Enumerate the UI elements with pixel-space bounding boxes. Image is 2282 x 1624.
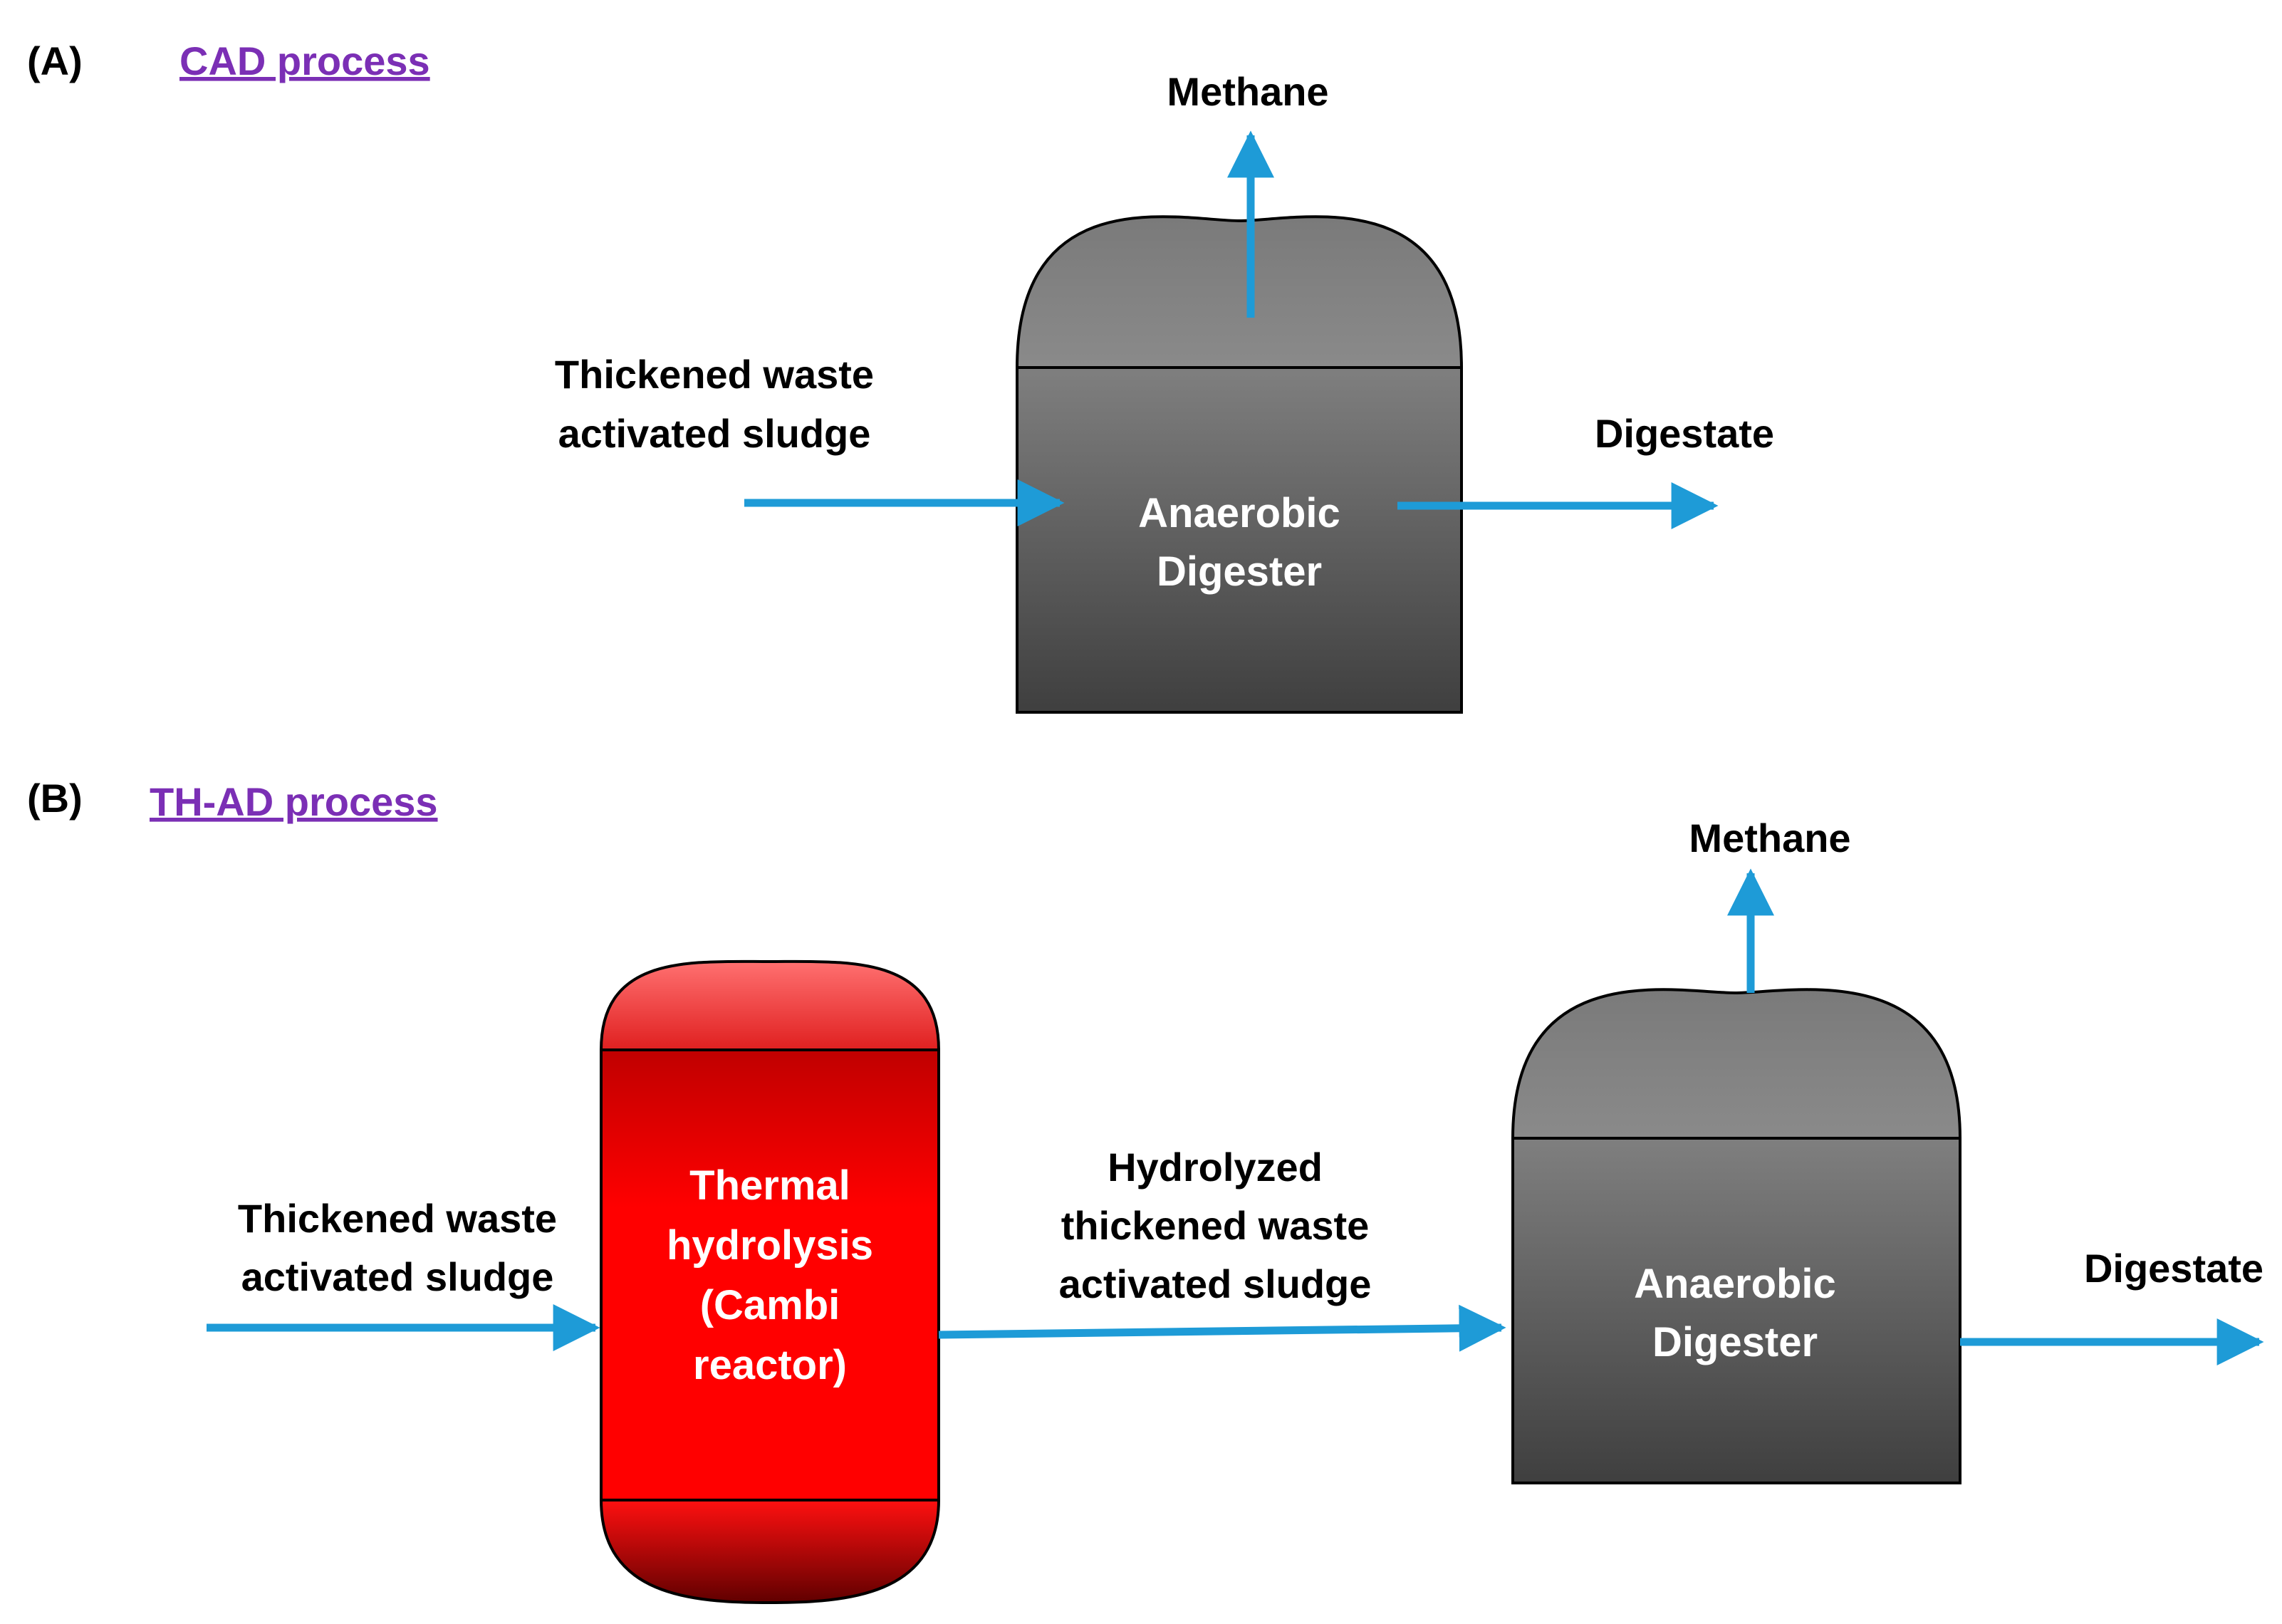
panel-b-reactor-label-1: Thermal	[689, 1162, 850, 1209]
panel-b-methane-label: Methane	[1689, 816, 1850, 860]
panel-b-mid-label-3: activated sludge	[1059, 1261, 1372, 1306]
panel-a-methane-label: Methane	[1167, 69, 1328, 114]
panel-a-digester	[1015, 215, 1464, 714]
panel-b-output-label: Digestate	[2084, 1246, 2263, 1291]
panel-b-reactor-label-4: reactor)	[693, 1342, 847, 1388]
panel-b-title: TH-AD process	[150, 779, 438, 824]
panel-a-input-label-2: activated sludge	[558, 411, 871, 456]
panel-a-input-label-1: Thickened waste	[555, 352, 874, 397]
panel-a-output-label: Digestate	[1595, 411, 1774, 456]
panel-b-reactor-label-3: (Cambi	[700, 1282, 840, 1328]
panel-a-digester-label-1: Anaerobic	[1138, 490, 1340, 536]
panel-a-title: CAD process	[179, 38, 430, 83]
panel-b-input-label-2: activated sludge	[241, 1254, 554, 1299]
panel-b-input-label-1: Thickened waste	[238, 1196, 557, 1241]
panel-b-digester-label-1: Anaerobic	[1634, 1261, 1836, 1307]
panel-a-letter: (A)	[27, 38, 83, 83]
panel-b-digester-label-2: Digester	[1652, 1319, 1818, 1365]
panel-b-reactor	[599, 959, 941, 1605]
panel-b-mid-label-1: Hydrolyzed	[1108, 1145, 1323, 1190]
panel-b-mid-label-2: thickened waste	[1061, 1203, 1370, 1248]
panel-b-letter: (B)	[27, 776, 83, 821]
panel-a-digester-label-2: Digester	[1157, 548, 1322, 595]
panel-b-digester	[1511, 988, 1962, 1484]
panel-b-reactor-label-2: hydrolysis	[667, 1222, 873, 1269]
panel-b-mid-arrow	[938, 1304, 1506, 1352]
